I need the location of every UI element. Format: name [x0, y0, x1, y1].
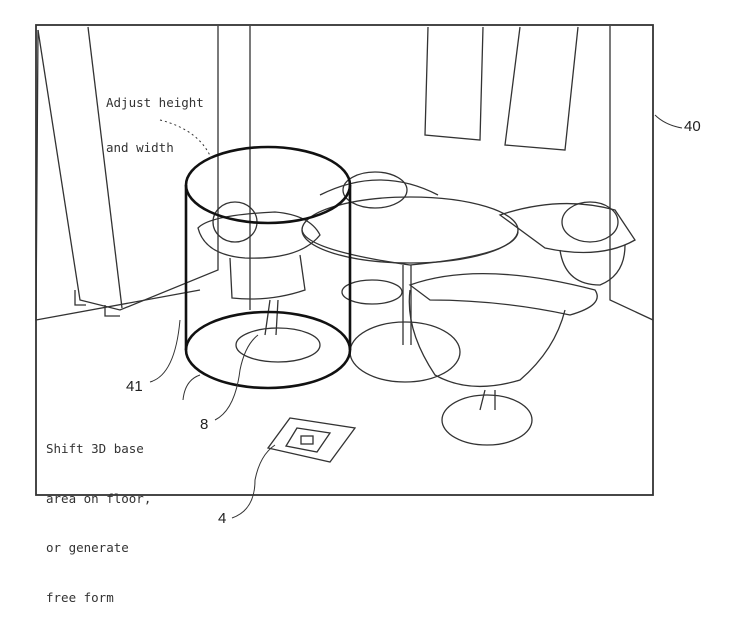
room-drawing — [35, 24, 683, 519]
adjust-line-2: and width — [106, 140, 174, 155]
cabinet — [35, 26, 219, 321]
window-right — [504, 26, 579, 151]
ref-40: 40 — [684, 118, 701, 135]
chair-back — [319, 171, 439, 305]
wall-corner — [249, 26, 654, 321]
shift-line-3: or generate — [46, 540, 129, 555]
chair-front — [408, 273, 598, 446]
table — [301, 196, 519, 383]
shift-line-4: free form — [46, 589, 114, 605]
ref-41: 41 — [126, 378, 143, 395]
ref-4: 4 — [218, 510, 227, 527]
virtual-cylinder — [184, 145, 352, 390]
chair-right — [498, 201, 636, 286]
adjust-annotation: Adjust height and width — [106, 65, 204, 170]
marker — [266, 417, 357, 463]
leader-lines — [149, 114, 683, 519]
shift-line-1: Shift 3D base — [46, 441, 144, 456]
adjust-line-1: Adjust height — [106, 95, 204, 110]
shift-line-2: area on floor, — [46, 490, 152, 506]
shift-annotation: Shift 3D base area on floor, or generate… — [46, 408, 151, 623]
chair-left — [197, 201, 321, 363]
window-left — [424, 26, 484, 141]
ref-8: 8 — [200, 416, 209, 433]
